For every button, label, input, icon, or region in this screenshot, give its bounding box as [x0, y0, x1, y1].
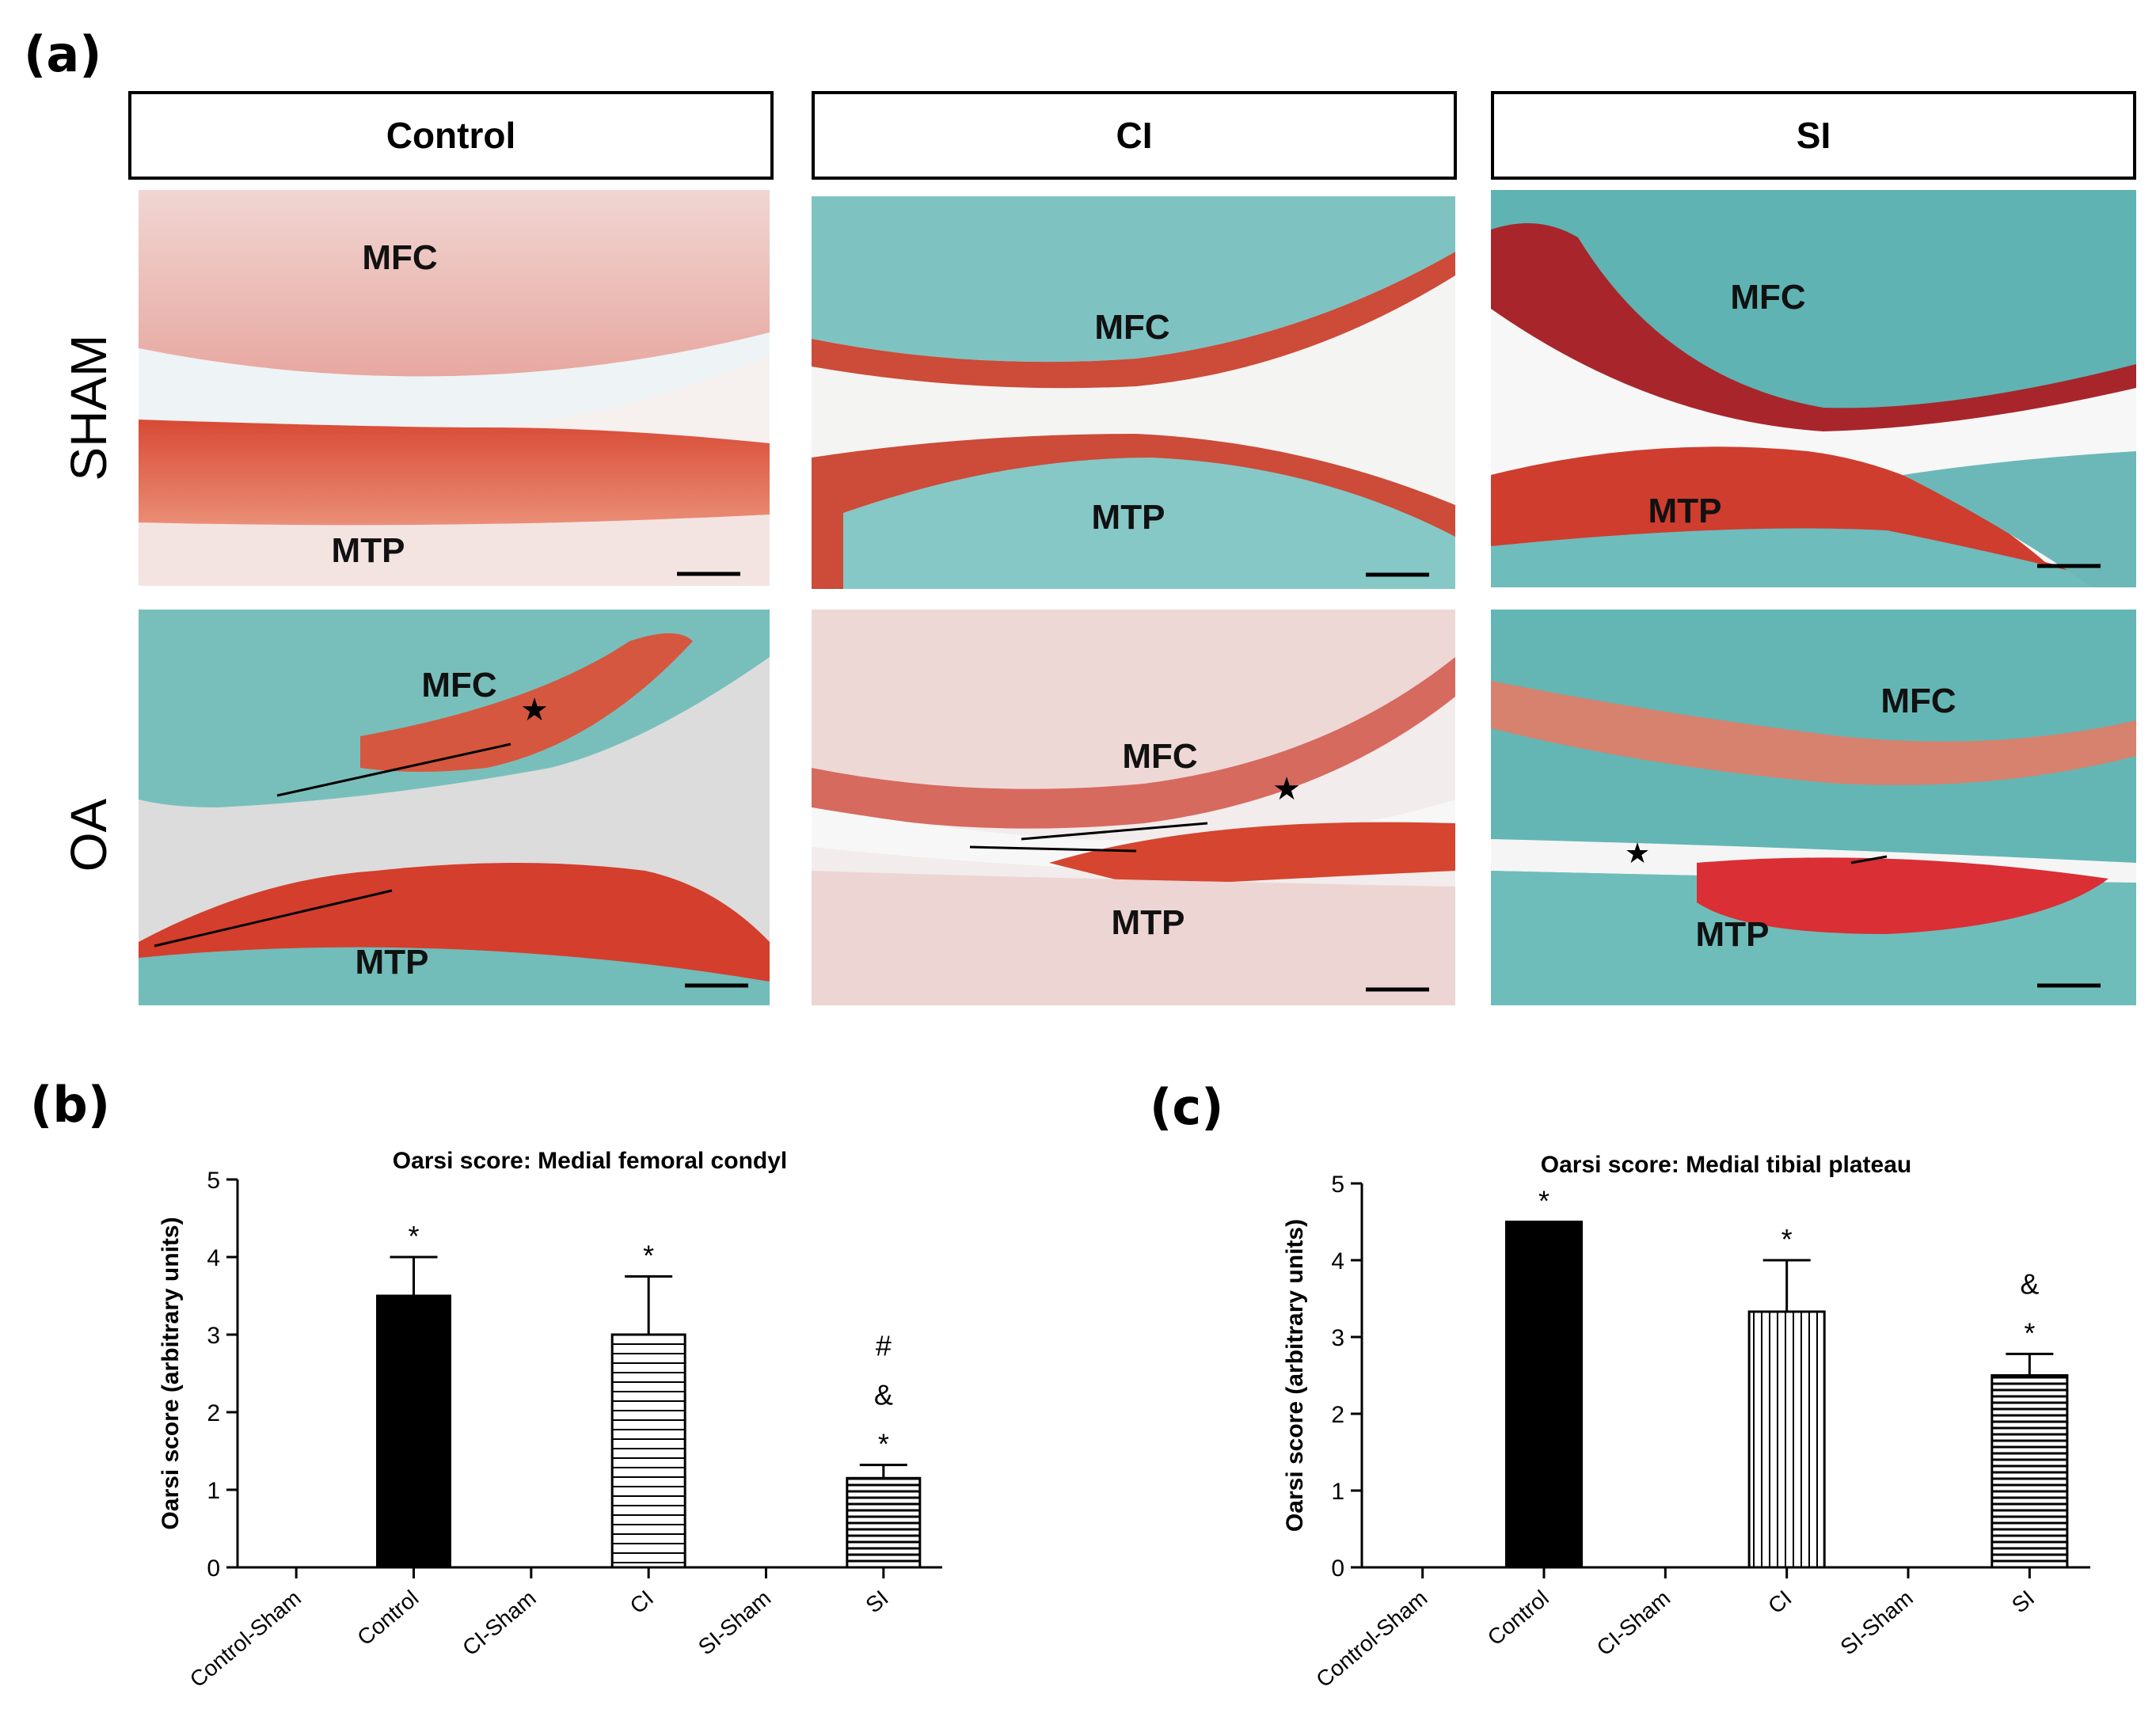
region-label-mtp: MTP: [356, 943, 429, 982]
chart-medial-femoral-condyl: Oarsi score: Medial femoral condyl 0 1 2 3 4 5…: [158, 1140, 950, 1732]
x-tick-label: Control: [1483, 1586, 1553, 1650]
micrograph-control-oa: ★ MFC MTP: [139, 610, 770, 1005]
significance-marker: &: [2020, 1267, 2039, 1300]
y-tick-label: 4: [207, 1245, 220, 1271]
y-tick-label: 5: [207, 1168, 220, 1194]
region-label-mtp: MTP: [1648, 492, 1722, 530]
y-axis-label: Oarsi score (arbitrary units): [1282, 1219, 1308, 1532]
micrograph-ci-oa: ★ MFC MTP: [812, 610, 1455, 1005]
micrograph-si-oa: ★ MFC MTP: [1491, 610, 2136, 1005]
region-label-mfc: MFC: [1094, 308, 1169, 347]
bar-si: [846, 1476, 922, 1569]
y-tick-label: 3: [1331, 1325, 1344, 1351]
y-tick-label: 5: [1331, 1172, 1344, 1198]
column-header-si: SI: [1491, 91, 2136, 180]
star-marker: ★: [520, 693, 549, 727]
region-label-mfc: MFC: [1880, 682, 1956, 720]
region-label-mfc: MFC: [1122, 737, 1197, 776]
x-tick-label: CI: [1763, 1586, 1796, 1619]
y-axis-label: Oarsi score (arbitrary units): [158, 1217, 184, 1529]
significance-marker: *: [2024, 1316, 2035, 1349]
bar-control: [1504, 1221, 1584, 1569]
chart-medial-tibial-plateau: Oarsi score: Medial tibial plateau 0 1 2 3 4 5…: [1267, 1140, 2098, 1732]
bar-ci: [610, 1333, 686, 1569]
significance-marker: #: [876, 1330, 892, 1362]
x-tick-label: CI-Sham: [1592, 1586, 1675, 1661]
region-label-mtp: MTP: [1112, 903, 1185, 942]
y-tick-label: 3: [207, 1323, 220, 1349]
column-header-ci: CI: [812, 91, 1457, 180]
x-tick-label: SI: [2007, 1586, 2039, 1618]
x-tick-label: SI: [861, 1586, 892, 1618]
x-tick-label: Control: [352, 1586, 423, 1650]
panel-label-a: (a): [24, 25, 102, 83]
panel-label-c: (c): [1150, 1078, 1224, 1136]
significance-marker: *: [1781, 1223, 1793, 1255]
region-label-mtp: MTP: [332, 531, 405, 570]
y-tick-label: 1: [207, 1478, 220, 1504]
region-label-mfc: MFC: [362, 238, 437, 277]
x-tick-label: CI: [626, 1586, 658, 1619]
micrograph-si-sham: MFC MTP: [1491, 190, 2136, 587]
region-label-mfc: MFC: [421, 666, 496, 705]
micrograph-ci-sham: MFC MTP: [812, 196, 1455, 589]
region-label-mfc: MFC: [1730, 278, 1805, 317]
x-tick-label: Control-Sham: [1311, 1586, 1432, 1692]
x-tick-label: SI-Sham: [1835, 1586, 1917, 1660]
y-tick-label: 0: [1331, 1555, 1344, 1582]
x-tick-label: SI-Sham: [694, 1586, 775, 1660]
region-label-mtp: MTP: [1092, 498, 1165, 537]
chart-svg: Oarsi score: Medial femoral condyl 0 1 2 3 4 5…: [158, 1148, 942, 1692]
bar-si: [1991, 1374, 2069, 1569]
chart-title: Oarsi score: Medial femoral condyl: [393, 1148, 788, 1174]
x-tick-label: CI-Sham: [458, 1586, 541, 1661]
row-label-sham: SHAM: [60, 334, 117, 481]
significance-marker: *: [643, 1240, 654, 1272]
panel-label-b: (b): [30, 1076, 111, 1134]
chart-svg: Oarsi score: Medial tibial plateau 0 1 2 3 4 5…: [1282, 1152, 2090, 1692]
row-label-oa: OA: [60, 798, 117, 872]
significance-marker: *: [408, 1220, 419, 1252]
significance-marker: *: [878, 1428, 889, 1460]
y-tick-label: 1: [1331, 1479, 1344, 1505]
micrograph-control-sham: MFC MTP: [139, 190, 770, 586]
y-tick-label: 2: [1331, 1402, 1344, 1428]
region-label-mtp: MTP: [1696, 915, 1770, 954]
y-tick-label: 0: [207, 1555, 220, 1582]
star-marker: ★: [1272, 772, 1301, 807]
bar-ci: [1747, 1310, 1826, 1569]
y-tick-label: 4: [1331, 1248, 1344, 1274]
significance-marker: *: [1538, 1185, 1550, 1217]
bar-control: [376, 1294, 451, 1569]
y-tick-label: 2: [207, 1400, 220, 1426]
significance-marker: &: [874, 1379, 893, 1411]
star-marker: ★: [1625, 837, 1650, 869]
x-tick-label: Control-Sham: [185, 1586, 306, 1692]
chart-title: Oarsi score: Medial tibial plateau: [1541, 1152, 1912, 1178]
column-header-control: Control: [128, 91, 774, 180]
